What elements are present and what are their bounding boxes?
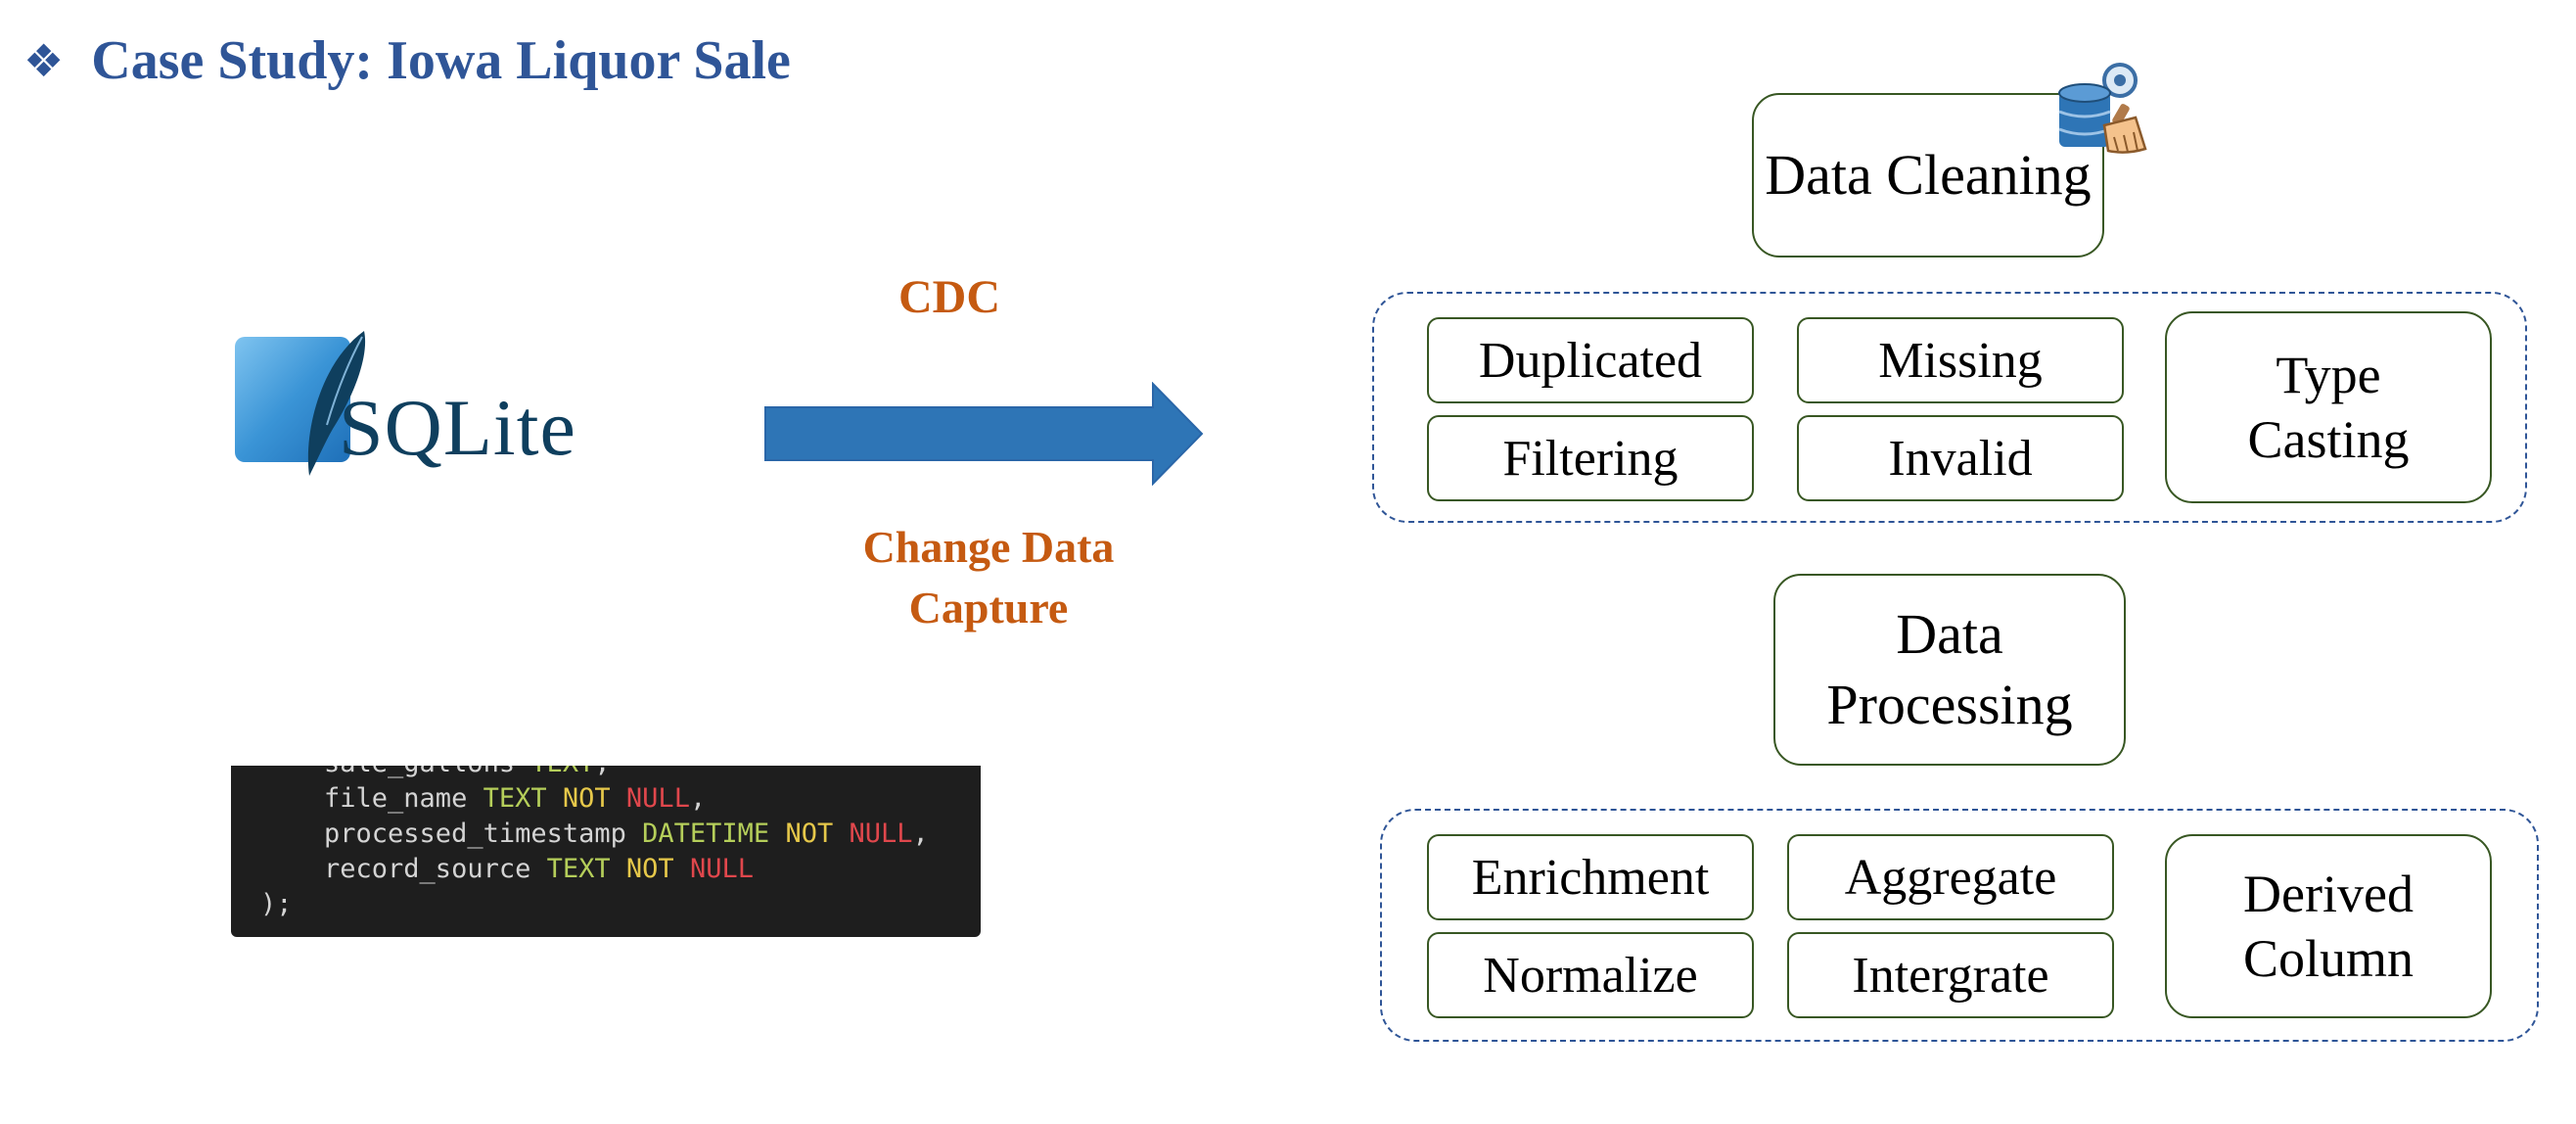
invalid-label: Invalid <box>1888 430 2033 487</box>
code-token: NOT <box>785 819 834 849</box>
code-token: DATETIME <box>642 819 770 849</box>
type-casting-box: Type Casting <box>2165 311 2492 503</box>
normalize-label: Normalize <box>1483 947 1698 1004</box>
diamond-bullet-icon: ❖ <box>23 34 65 87</box>
type-casting-label: Type Casting <box>2247 346 2410 469</box>
intergrate-box: Intergrate <box>1787 932 2114 1018</box>
enrichment-box: Enrichment <box>1427 834 1754 920</box>
missing-box: Missing <box>1797 317 2124 403</box>
data-cleaning-box: Data Cleaning <box>1752 93 2104 258</box>
code-token: sale_gallons <box>260 766 530 778</box>
data-processing-title: Data Processing <box>1826 602 2073 736</box>
code-token: , <box>689 783 707 814</box>
intergrate-label: Intergrate <box>1852 947 2049 1004</box>
code-line: file_name TEXT NOT NULL, <box>260 783 706 814</box>
filtering-box: Filtering <box>1427 415 1754 501</box>
code-token: TEXT <box>483 783 547 814</box>
code-token: NOT <box>625 854 674 884</box>
code-token: file_name <box>260 783 483 814</box>
aggregate-label: Aggregate <box>1844 849 2057 906</box>
data-cleaning-group <box>1372 292 2527 523</box>
missing-label: Missing <box>1878 332 2043 389</box>
slide-title: Case Study: Iowa Liquor Sale <box>91 30 791 91</box>
aggregate-box: Aggregate <box>1787 834 2114 920</box>
code-token: , <box>594 766 610 778</box>
code-line: sale_gallons TEXT, <box>260 766 611 778</box>
code-line: ); <box>260 889 293 919</box>
derived-column-box: Derived Column <box>2165 834 2492 1018</box>
code-token: NULL <box>625 783 690 814</box>
data-processing-box: Data Processing <box>1773 574 2126 766</box>
cdc-label: CDC <box>898 271 1000 323</box>
code-token: NULL <box>849 819 913 849</box>
filtering-label: Filtering <box>1502 430 1679 487</box>
code-token <box>769 819 785 849</box>
sql-code-snippet: sale_gallons TEXT, file_name TEXT NOT NU… <box>231 766 981 937</box>
code-token: NOT <box>562 783 611 814</box>
code-token: TEXT <box>530 766 594 778</box>
code-token <box>833 819 849 849</box>
data-processing-group <box>1380 809 2539 1042</box>
database-cleaning-icon <box>2058 63 2147 154</box>
enrichment-label: Enrichment <box>1471 849 1710 906</box>
slide-header: ❖ Case Study: Iowa Liquor Sale <box>23 29 791 92</box>
code-token <box>611 783 626 814</box>
code-token <box>674 854 690 884</box>
code-token: ); <box>260 889 293 919</box>
sqlite-logo: SQLite <box>231 323 593 490</box>
change-data-capture-label: Change Data Capture <box>862 522 1115 632</box>
sqlite-logo-text: SQLite <box>339 383 576 472</box>
sqlite-logo-mark <box>235 331 366 476</box>
code-token: TEXT <box>546 854 611 884</box>
code-token <box>547 783 563 814</box>
code-token: processed_timestamp <box>260 819 643 849</box>
code-line: record_source TEXT NOT NULL <box>260 854 754 884</box>
derived-column-label: Derived Column <box>2242 865 2415 988</box>
right-arrow-icon <box>764 382 1204 486</box>
invalid-box: Invalid <box>1797 415 2124 501</box>
duplicated-box: Duplicated <box>1427 317 1754 403</box>
code-token <box>611 854 626 884</box>
code-line: processed_timestamp DATETIME NOT NULL, <box>260 819 929 849</box>
normalize-box: Normalize <box>1427 932 1754 1018</box>
code-token: record_source <box>260 854 547 884</box>
duplicated-label: Duplicated <box>1478 332 1703 389</box>
code-token: , <box>912 819 929 849</box>
data-cleaning-title: Data Cleaning <box>1765 143 2092 207</box>
code-token: NULL <box>689 854 754 884</box>
